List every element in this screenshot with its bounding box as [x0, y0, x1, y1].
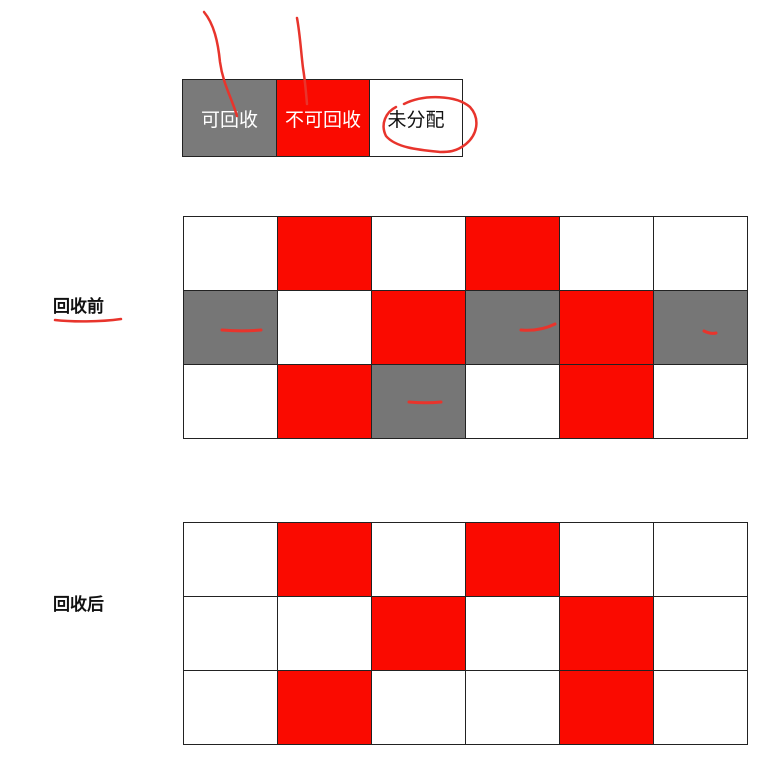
after-cell-non-reclaimable: [466, 523, 560, 597]
after-cell-unallocated: [184, 671, 278, 745]
after-cell-non-reclaimable: [560, 671, 654, 745]
after-cell-unallocated: [654, 671, 748, 745]
before-cell-reclaimable: [372, 365, 466, 439]
annotation-stroke: [53, 317, 123, 323]
memory-grid-after: [183, 522, 748, 745]
before-cell-unallocated: [278, 291, 372, 365]
legend: 可回收 不可回收 未分配: [182, 79, 463, 157]
after-cell-non-reclaimable: [278, 523, 372, 597]
before-cell-non-reclaimable: [372, 291, 466, 365]
after-cell-non-reclaimable: [278, 671, 372, 745]
after-cell-unallocated: [654, 523, 748, 597]
before-cell-non-reclaimable: [278, 217, 372, 291]
after-cell-non-reclaimable: [372, 597, 466, 671]
after-cell-unallocated: [372, 671, 466, 745]
after-cell-non-reclaimable: [560, 597, 654, 671]
before-cell-non-reclaimable: [560, 291, 654, 365]
after-cell-unallocated: [184, 597, 278, 671]
before-cell-unallocated: [466, 365, 560, 439]
before-cell-unallocated: [184, 365, 278, 439]
after-gc-label: 回收后: [53, 595, 104, 615]
after-cell-unallocated: [184, 523, 278, 597]
after-cell-unallocated: [654, 597, 748, 671]
before-cell-non-reclaimable: [278, 365, 372, 439]
legend-unallocated: 未分配: [369, 80, 462, 156]
before-cell-unallocated: [184, 217, 278, 291]
before-cell-unallocated: [372, 217, 466, 291]
before-cell-unallocated: [654, 217, 748, 291]
before-cell-reclaimable: [654, 291, 748, 365]
after-cell-unallocated: [278, 597, 372, 671]
legend-reclaimable-label: 可回收: [200, 108, 258, 131]
legend-unallocated-label: 未分配: [387, 108, 445, 131]
before-cell-non-reclaimable: [466, 217, 560, 291]
before-cell-unallocated: [654, 365, 748, 439]
after-cell-unallocated: [466, 671, 560, 745]
after-cell-unallocated: [560, 523, 654, 597]
before-cell-reclaimable: [184, 291, 278, 365]
before-gc-label: 回收前: [53, 297, 104, 317]
after-cell-unallocated: [372, 523, 466, 597]
after-cell-unallocated: [466, 597, 560, 671]
before-cell-non-reclaimable: [560, 365, 654, 439]
legend-non-reclaimable-label: 不可回收: [284, 108, 361, 131]
legend-reclaimable: 可回收: [183, 80, 276, 156]
before-cell-reclaimable: [466, 291, 560, 365]
before-cell-unallocated: [560, 217, 654, 291]
legend-non-reclaimable: 不可回收: [276, 80, 369, 156]
memory-grid-before: [183, 216, 748, 439]
